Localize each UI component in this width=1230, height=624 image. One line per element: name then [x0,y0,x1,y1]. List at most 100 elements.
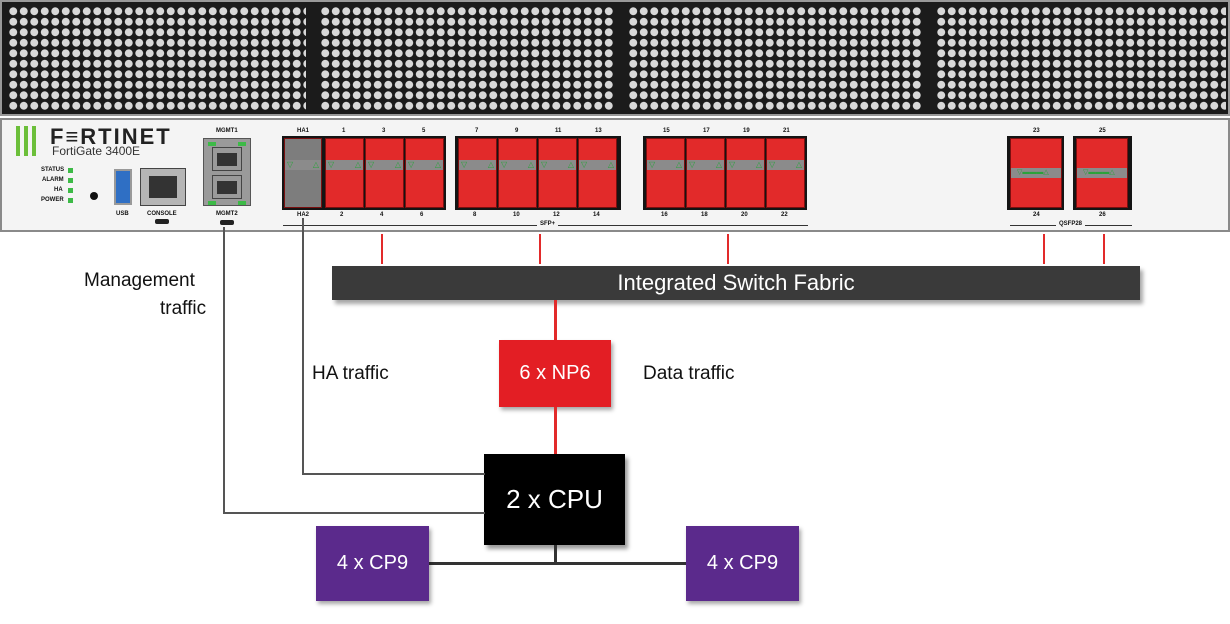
port-led-icon: ▽ [689,160,696,169]
cp9-right-label: 4 x CP9 [706,552,779,574]
port-number-label: 12 [553,212,560,218]
sfp-port-15[interactable]: ▽△ [646,138,685,208]
port-led-icon: ▽ [729,160,736,169]
port-latch: ▽△ [647,160,684,170]
port-number-label: 10 [513,212,520,218]
ha-port[interactable]: ▽△ [284,138,322,208]
port-latch: ▽△ [579,160,616,170]
fabric-label: Integrated Switch Fabric [617,270,855,295]
port-led-icon: ▽ [501,160,508,169]
port-latch: ▽△ [499,160,536,170]
port-number-label: 11 [555,128,562,134]
port-led-icon: △ [675,160,682,169]
port-number-label: 20 [741,212,748,218]
power-led [68,198,73,203]
port-led-icon: ▽▬▬▬△ [1083,169,1115,176]
sfp-port-17[interactable]: ▽△ [686,138,725,208]
port-number-label: 4 [380,212,384,218]
cpu-label: 2 x CPU [506,484,603,514]
port-led-icon: △ [795,160,802,169]
mgmt2-port[interactable] [212,175,242,199]
mgmt-traffic-line [223,512,485,514]
qsfp-port-25[interactable]: ▽▬▬▬△ [1076,138,1128,208]
sfp-port-19[interactable]: ▽△ [726,138,765,208]
sfp-port-3[interactable]: ▽△ [365,138,404,208]
port-number-label: 21 [783,128,790,134]
port-latch: ▽△ [687,160,724,170]
qsfp-port-23[interactable]: ▽▬▬▬△ [1010,138,1062,208]
mgmt1-port[interactable] [212,147,242,171]
ha1-label: HA1 [297,128,310,134]
port-number-label: 16 [661,212,668,218]
status-led [68,168,73,173]
console-slot [155,219,169,224]
link-line [1103,234,1105,264]
port-led-icon: △ [607,160,614,169]
port-led-icon: ▽ [769,160,776,169]
mgmt1-led [238,142,246,146]
port-led-icon: △ [394,160,401,169]
sfp-port-7[interactable]: ▽△ [458,138,497,208]
integrated-switch-fabric: Integrated Switch Fabric [332,266,1140,300]
cp9-left-block: 4 x CP9 [316,526,429,601]
port-number-label: 8 [473,212,477,218]
port-number-label: 24 [1033,212,1040,218]
mgmt1-led [208,142,216,146]
port-latch: ▽▬▬▬△ [1077,168,1127,178]
sfp-port-9[interactable]: ▽△ [498,138,537,208]
port-led-icon: ▽ [328,160,335,169]
port-latch: ▽△ [326,160,363,170]
grille-section [628,6,922,112]
led-label-ha: HA [54,187,63,193]
port-number-label: 15 [663,128,670,134]
cpu-block: 2 x CPU [484,454,625,545]
port-number-label: 5 [422,128,426,134]
port-number-label: 17 [703,128,710,134]
grille-section [936,6,1226,112]
port-led-icon: △ [527,160,534,169]
cp9-bus [429,562,686,565]
port-number-label: 6 [420,212,424,218]
port-latch: ▽△ [285,160,321,170]
port-number-label: 7 [475,128,479,134]
ha2-label: HA2 [297,212,310,218]
grille-section [8,6,306,112]
brand-logo: F≡RTINET [50,124,172,149]
sfp-group-label: SFP+ [537,221,559,227]
model-name: FortiGate 3400E [52,144,141,158]
port-led-icon: △ [434,160,441,169]
port-latch: ▽△ [406,160,443,170]
reset-button[interactable] [90,192,98,200]
port-number-label: 23 [1033,128,1040,134]
sfp-port-5[interactable]: ▽△ [405,138,444,208]
ha-traffic-line [302,473,485,475]
sfp-port-21[interactable]: ▽△ [766,138,805,208]
link-line [1043,234,1045,264]
ha-traffic-label: HA traffic [312,363,389,384]
mgmt-ports [203,138,251,206]
management-traffic-label: Management [84,270,195,291]
port-led-icon: ▽ [287,160,294,169]
port-led-icon: △ [567,160,574,169]
grille-section [320,6,614,112]
port-led-icon: △ [312,160,319,169]
port-led-icon: ▽ [581,160,588,169]
console-port[interactable] [140,168,186,206]
np6-block: 6 x NP6 [499,340,611,407]
mgmt1-label: MGMT1 [216,128,238,134]
usb-port[interactable] [114,169,132,205]
sfp-port-11[interactable]: ▽△ [538,138,577,208]
sfp-port-1[interactable]: ▽△ [325,138,364,208]
led-label-alarm: ALARM [42,177,64,183]
link-line [727,234,729,264]
link-line [554,300,557,340]
port-led-icon: ▽ [649,160,656,169]
port-number-label: 25 [1099,128,1106,134]
port-number-label: 18 [701,212,708,218]
port-led-icon: △ [715,160,722,169]
port-number-label: 3 [382,128,386,134]
sfp-port-13[interactable]: ▽△ [578,138,617,208]
port-number-label: 13 [595,128,602,134]
port-led-icon: ▽ [408,160,415,169]
